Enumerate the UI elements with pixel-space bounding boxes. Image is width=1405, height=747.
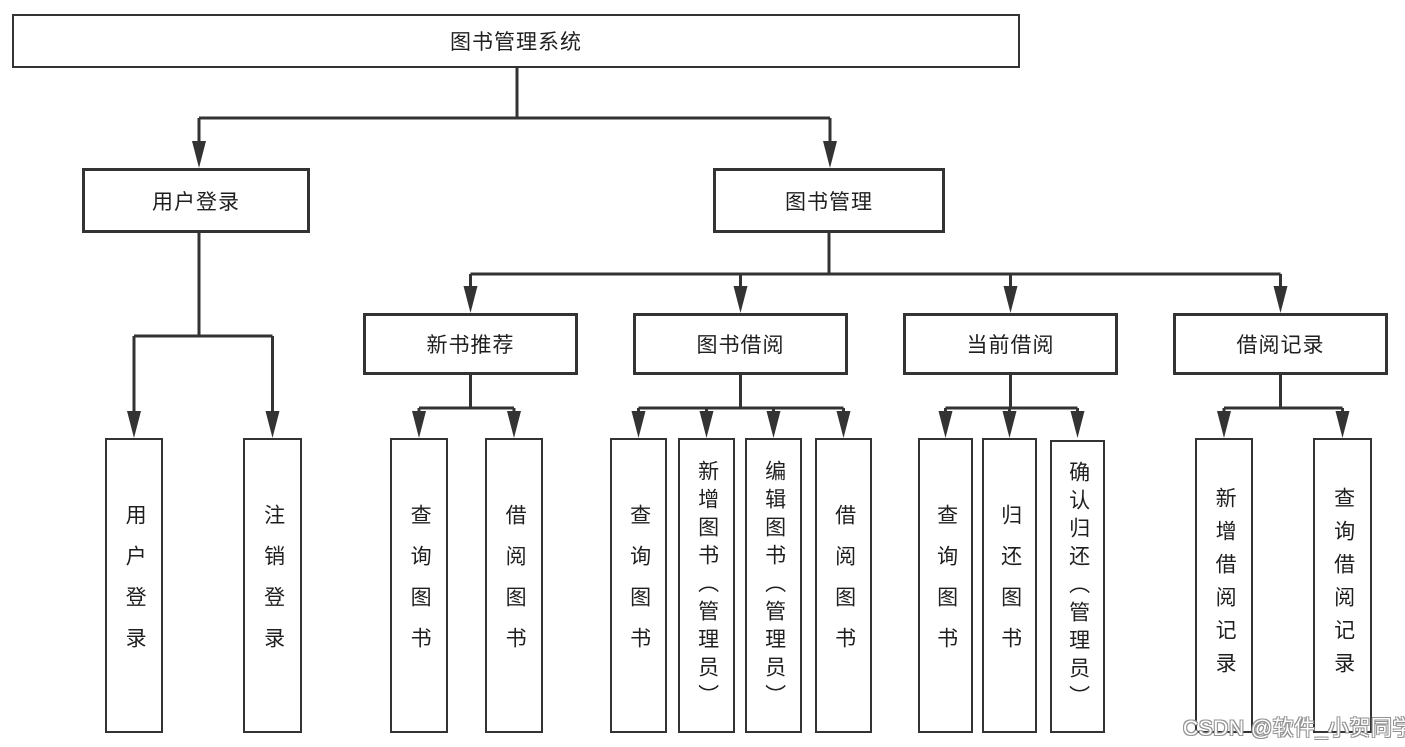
leaf-borrow-books-a: 借阅图书 [485,438,543,733]
node-book-borrowing: 图书借阅 [633,313,848,375]
leaf-borrow-books-a-label: 借阅图书 [503,503,527,668]
leaf-query-borrow-record-label: 查询借阅记录 [1331,486,1355,685]
leaf-logout-login: 注销登录 [243,438,302,733]
node-new-book-recommend-label: 新书推荐 [426,334,515,357]
node-current-borrowing-label: 当前借阅 [966,334,1055,357]
watermark: CSDN @软件_小贺同学 [1183,717,1405,740]
leaf-borrow-books-b-label: 借阅图书 [832,503,856,668]
leaf-logout-login-label: 注销登录 [261,503,285,668]
node-current-borrowing: 当前借阅 [903,313,1118,375]
arrowhead-icons [127,141,1350,438]
leaf-query-books-a: 查询图书 [390,438,448,733]
node-new-book-recommend: 新书推荐 [363,313,578,375]
node-user-login: 用户登录 [82,168,310,233]
leaf-add-borrow-record-label: 新增借阅记录 [1213,486,1237,685]
node-borrow-records-label: 借阅记录 [1236,334,1325,357]
leaf-edit-books-admin: 编辑图书（管理员） [745,438,802,733]
leaf-query-books-a-label: 查询图书 [408,503,432,668]
leaf-query-borrow-record: 查询借阅记录 [1313,438,1372,733]
leaf-confirm-return-admin-label: 确认归还（管理员） [1066,460,1090,713]
node-book-management: 图书管理 [713,168,945,233]
leaf-user-login-label: 用户登录 [123,503,147,668]
leaf-confirm-return-admin: 确认归还（管理员） [1050,440,1105,733]
leaf-query-books-c: 查询图书 [918,438,973,733]
node-borrow-records: 借阅记录 [1173,313,1388,375]
leaf-add-books-admin: 新增图书（管理员） [678,438,735,733]
leaf-query-books-b-label: 查询图书 [627,503,651,668]
leaf-add-borrow-record: 新增借阅记录 [1195,438,1253,733]
leaf-edit-books-admin-label: 编辑图书（管理员） [762,459,786,712]
node-book-management-label: 图书管理 [785,190,873,214]
node-book-borrowing-label: 图书借阅 [696,334,785,357]
leaf-borrow-books-b: 借阅图书 [815,438,872,733]
leaf-user-login: 用户登录 [105,438,163,733]
leaf-return-books: 归还图书 [982,438,1037,733]
leaf-query-books-c-label: 查询图书 [934,503,958,668]
leaf-query-books-b: 查询图书 [610,438,667,733]
node-root: 图书管理系统 [12,14,1020,68]
leaf-add-books-admin-label: 新增图书（管理员） [695,459,719,712]
leaf-return-books-label: 归还图书 [998,503,1022,668]
node-user-login-label: 用户登录 [152,190,240,214]
node-root-label: 图书管理系统 [450,31,582,54]
